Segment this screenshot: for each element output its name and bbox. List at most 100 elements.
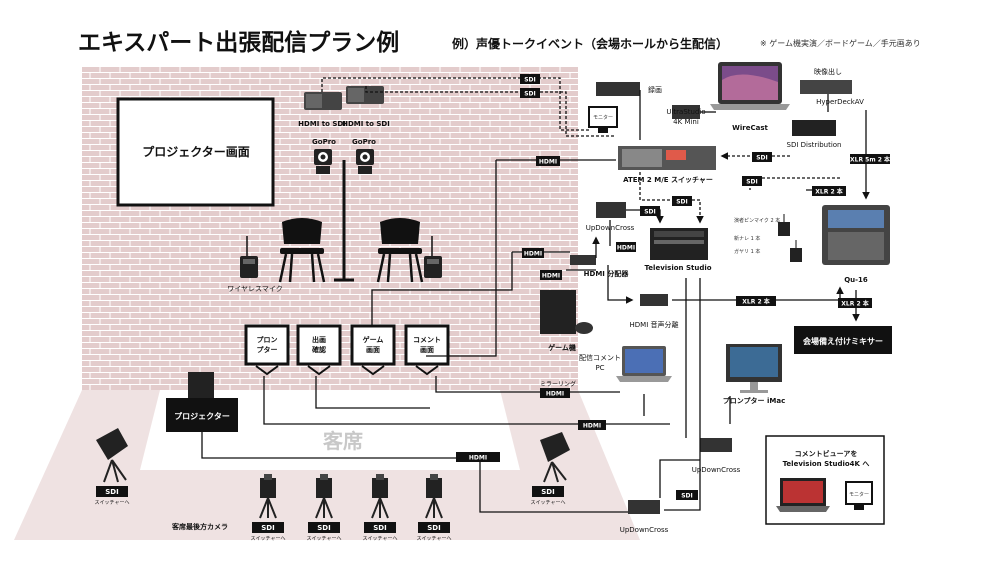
line-hdmi-to-comment-monitor (426, 160, 497, 357)
chair-right (376, 218, 424, 283)
svg-text:スイッチャーへ: スイッチャーへ (251, 536, 286, 542)
svg-text:スイッチャーへ: スイッチャーへ (417, 536, 452, 542)
svg-text:SDI: SDI (681, 493, 693, 500)
sdi-distribution-device (792, 120, 836, 136)
svg-text:XLR 5m 2 本: XLR 5m 2 本 (850, 156, 891, 164)
svg-text:SDI: SDI (427, 524, 440, 532)
ultrastudio-label-1: UltraStudio (666, 108, 705, 116)
svg-text:SDI: SDI (541, 488, 554, 496)
stage-monitor-label-4: 画面 (420, 346, 434, 354)
line-splitter-to-audio (607, 265, 634, 304)
updowncross-bottom-label: UpDownCross (620, 526, 669, 534)
small-monitor (588, 106, 618, 133)
small-monitor-label: モニター (593, 114, 613, 121)
game-console-label: ゲーム機 (548, 343, 576, 352)
stage-monitor-1: プロンプター (244, 324, 290, 376)
record-label: 録画 (648, 85, 662, 94)
line-gopro2-to-switcher (365, 86, 616, 137)
gopro-camera-1 (314, 149, 332, 174)
updowncross-bottom (628, 500, 660, 514)
back-cameras (259, 474, 443, 519)
svg-text:SDI: SDI (373, 524, 386, 532)
line-splitter-to-game-monitor (371, 252, 513, 326)
qu16-mixer (822, 205, 890, 265)
venue-mixer-box (794, 326, 892, 354)
sdi-tag-3: SDI スイッチャーへ (251, 522, 286, 542)
line-output-monitor (315, 376, 430, 409)
signal-tag-1: SDI (520, 74, 540, 84)
svg-text:SDI: SDI (261, 524, 274, 532)
svg-text:SDI: SDI (756, 155, 768, 162)
diagram-title: エキスパート出張配信プラン例 (78, 29, 399, 56)
svg-text:HDMI: HDMI (542, 273, 560, 280)
hdmi-to-sdi-converter-1 (304, 92, 342, 110)
line-prompter-monitor (263, 376, 670, 425)
signal-tag-8: SDI (672, 196, 692, 206)
wireless-mic-right (424, 236, 442, 278)
projector-device (166, 372, 238, 432)
comment-viewer-monitor-label: モニター (849, 491, 869, 498)
svg-text:スイッチャーへ: スイッチャーへ (95, 500, 130, 506)
hdmi-splitter-device (570, 255, 596, 265)
svg-text:SDI: SDI (105, 488, 118, 496)
stage-monitor-label-2: 確認 (312, 345, 326, 354)
audience-cameras-label: 客席最後方カメラ (171, 522, 228, 531)
television-studio-label: Television Studio (644, 264, 711, 272)
signal-tag-4: SDI (752, 152, 772, 162)
stage-monitor-label-3: ゲーム (363, 335, 384, 344)
comment-viewer-monitor (845, 481, 873, 510)
wirecast-label: WireCast (732, 124, 768, 132)
mic-list-1: 演者ピンマイク 2 本 (734, 217, 780, 224)
diagram-subtitle: 例）声優トークイベント（会場ホールから生配信） (452, 36, 728, 51)
projector-screen-label: プロジェクター画面 (142, 144, 250, 159)
wirecast-laptop (710, 62, 790, 110)
top-recorder (596, 82, 640, 96)
television-studio-device (650, 228, 708, 260)
sdi-tags: SDI スイッチャーへ SDI スイッチャーへ SDI スイッチャーへ SDI スイッチャーへ… (95, 486, 565, 542)
atem-switcher (618, 146, 716, 170)
projector-screen (116, 97, 275, 207)
svg-text:HDMI: HDMI (546, 391, 564, 398)
line-atem-to-tvstudio (639, 172, 704, 224)
diagram-note: ※ ゲーム機実演／ボードゲーム／手元画あり (760, 38, 921, 48)
svg-text:SDI: SDI (644, 209, 656, 216)
svg-text:HDMI: HDMI (539, 159, 557, 166)
mirroring-label: ミラーリング (540, 380, 576, 388)
mic-receiver-2 (790, 240, 802, 262)
hdmi-audio-label: HDMI 音声分離 (630, 320, 679, 329)
signal-tag-6: XLR 2 本 (812, 186, 846, 196)
comment-viewer-label-1: コメントビューアを (795, 449, 858, 458)
svg-text:SDI: SDI (524, 77, 536, 84)
svg-text:HDMI: HDMI (583, 423, 601, 430)
signal-tag-13: XLR 2 本 (736, 296, 776, 306)
svg-text:XLR 2 本: XLR 2 本 (742, 298, 770, 306)
sdi-distribution-label: SDI Distribution (787, 141, 842, 149)
signal-tag-17: HDMI (456, 452, 500, 462)
ultrastudio-label-2: 4K Mini (673, 118, 699, 126)
signal-tag-11: HDMI (540, 270, 562, 280)
svg-text:スイッチャーへ: スイッチャーへ (307, 536, 342, 542)
line-gopro1-to-monitor (321, 77, 590, 131)
wireless-mic-left (240, 236, 258, 278)
wireless-mic-label: ワイヤレスマイク (227, 285, 282, 293)
svg-text:HDMI: HDMI (524, 251, 542, 258)
line-tvstudio-to-updown (664, 278, 701, 511)
updowncross-top (596, 202, 626, 218)
signal-tag-5: XLR 5m 2 本 (850, 154, 891, 164)
venue-mixer-label: 会場備え付けミキサー (803, 336, 883, 346)
side-camera-right (540, 432, 570, 483)
back-camera-3 (371, 474, 389, 519)
comment-viewer-label-2: Television Studio4K へ (783, 460, 870, 468)
gopro-label-1: GoPro (312, 138, 336, 146)
game-console (540, 290, 593, 334)
svg-text:SDI: SDI (746, 179, 758, 186)
hdmi-audio-separator (640, 294, 668, 306)
